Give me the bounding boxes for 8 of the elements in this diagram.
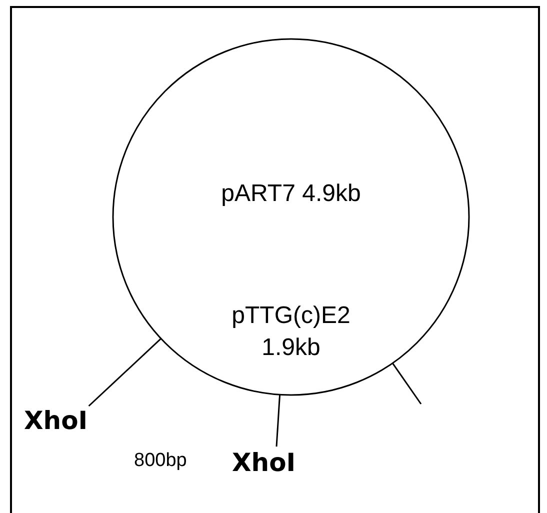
site-tick-mark: [392, 362, 422, 404]
restriction-site-label: XhoI: [232, 448, 296, 477]
plasmid-label: pART7 4.9kb: [221, 180, 361, 208]
restriction-site-label: XhoI: [24, 406, 88, 435]
fragment-size-label: 800bp: [134, 450, 187, 472]
leader-line: [276, 394, 281, 447]
leader-line: [88, 338, 162, 407]
insert-label: pTTG(c)E2 1.9kb: [230, 301, 352, 363]
